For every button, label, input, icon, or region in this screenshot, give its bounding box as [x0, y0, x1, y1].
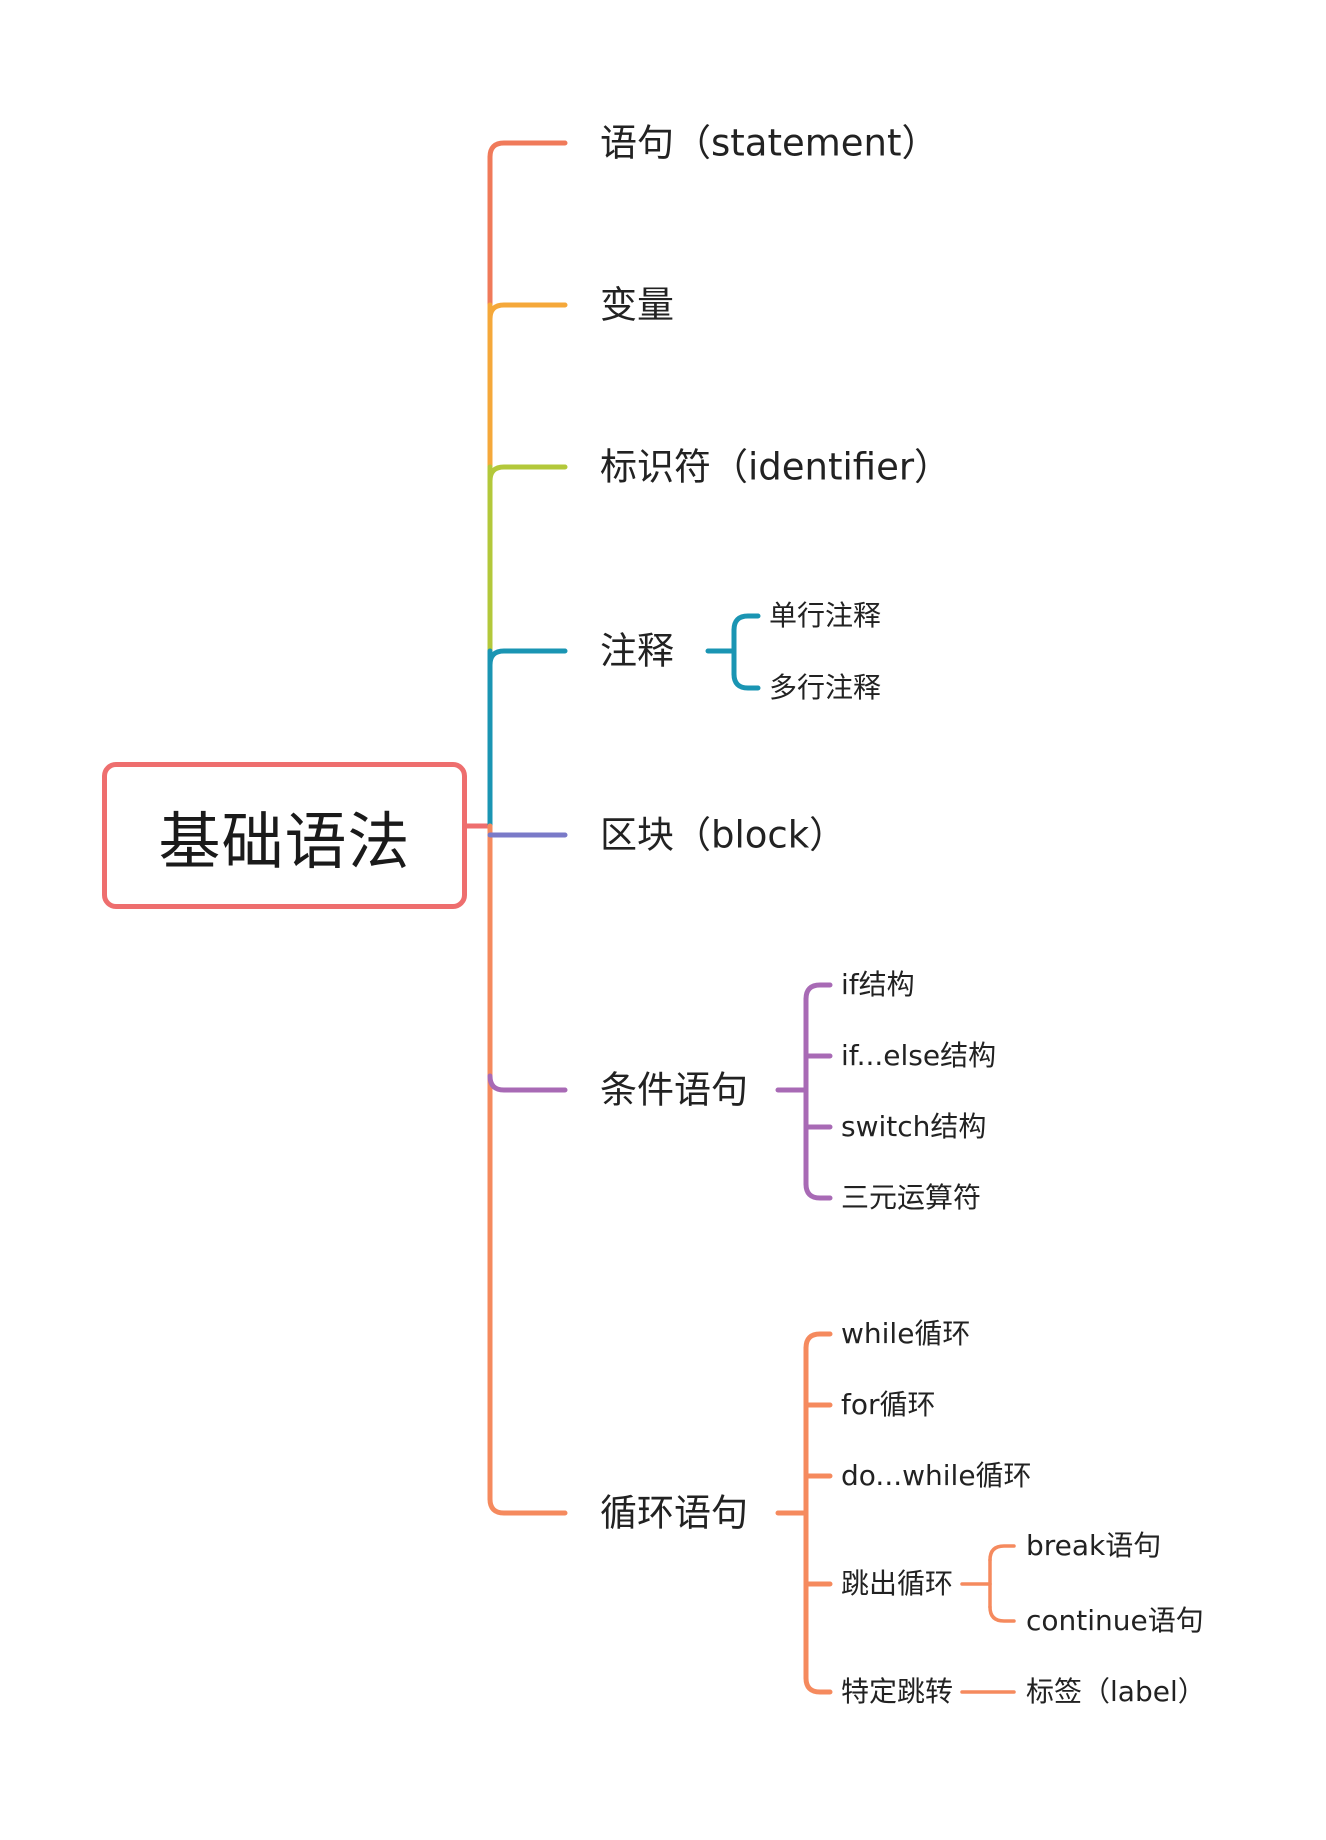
comment-bracket-child-1 — [731, 671, 761, 691]
node-label[interactable]: 标签（label） — [1026, 1675, 1206, 1708]
node-multi-line-comment[interactable]: 多行注释 — [769, 671, 882, 704]
comment-bracket-child-0 — [731, 613, 761, 633]
root-node[interactable]: 基础语法 — [102, 762, 467, 909]
branch-connector-comment — [487, 648, 568, 668]
node-condition[interactable]: 条件语句 — [600, 1068, 748, 1112]
node-block[interactable]: 区块（block） — [600, 813, 847, 857]
node-do-while[interactable]: do...while循环 — [841, 1459, 1032, 1492]
node-continue-statement[interactable]: continue语句 — [1026, 1604, 1204, 1637]
break-loop-bracket-child-0 — [988, 1544, 1016, 1562]
root-node-label: 基础语法 — [158, 804, 411, 878]
node-if[interactable]: if结构 — [841, 968, 915, 1001]
loop-bracket-child-4 — [803, 1675, 833, 1695]
node-break-loop[interactable]: 跳出循环 — [841, 1567, 954, 1600]
node-statement[interactable]: 语句（statement） — [600, 121, 939, 165]
condition-bracket-child-0 — [803, 982, 833, 1002]
branch-connector-variable — [487, 302, 568, 322]
condition-bracket-child-3 — [803, 1181, 833, 1201]
branch-connector-identifier — [487, 464, 568, 484]
node-ternary[interactable]: 三元运算符 — [841, 1181, 982, 1214]
node-if-else[interactable]: if...else结构 — [841, 1039, 997, 1072]
node-for[interactable]: for循环 — [841, 1388, 936, 1421]
node-while[interactable]: while循环 — [841, 1317, 971, 1350]
node-identifier[interactable]: 标识符（identifier） — [600, 445, 952, 489]
loop-bracket-child-0 — [803, 1331, 833, 1351]
break-loop-bracket-child-1 — [988, 1605, 1016, 1623]
node-variable[interactable]: 变量 — [600, 283, 674, 327]
node-single-line-comment[interactable]: 单行注释 — [769, 599, 882, 632]
node-break-statement[interactable]: break语句 — [1026, 1529, 1162, 1562]
branch-connector-condition — [487, 1073, 568, 1093]
node-comment[interactable]: 注释 — [600, 629, 674, 673]
node-switch[interactable]: switch结构 — [841, 1110, 987, 1143]
branch-connector-loop — [487, 1496, 568, 1516]
node-loop[interactable]: 循环语句 — [600, 1491, 748, 1535]
node-specific-jump[interactable]: 特定跳转 — [841, 1675, 954, 1708]
branch-connector-statement — [487, 140, 568, 160]
